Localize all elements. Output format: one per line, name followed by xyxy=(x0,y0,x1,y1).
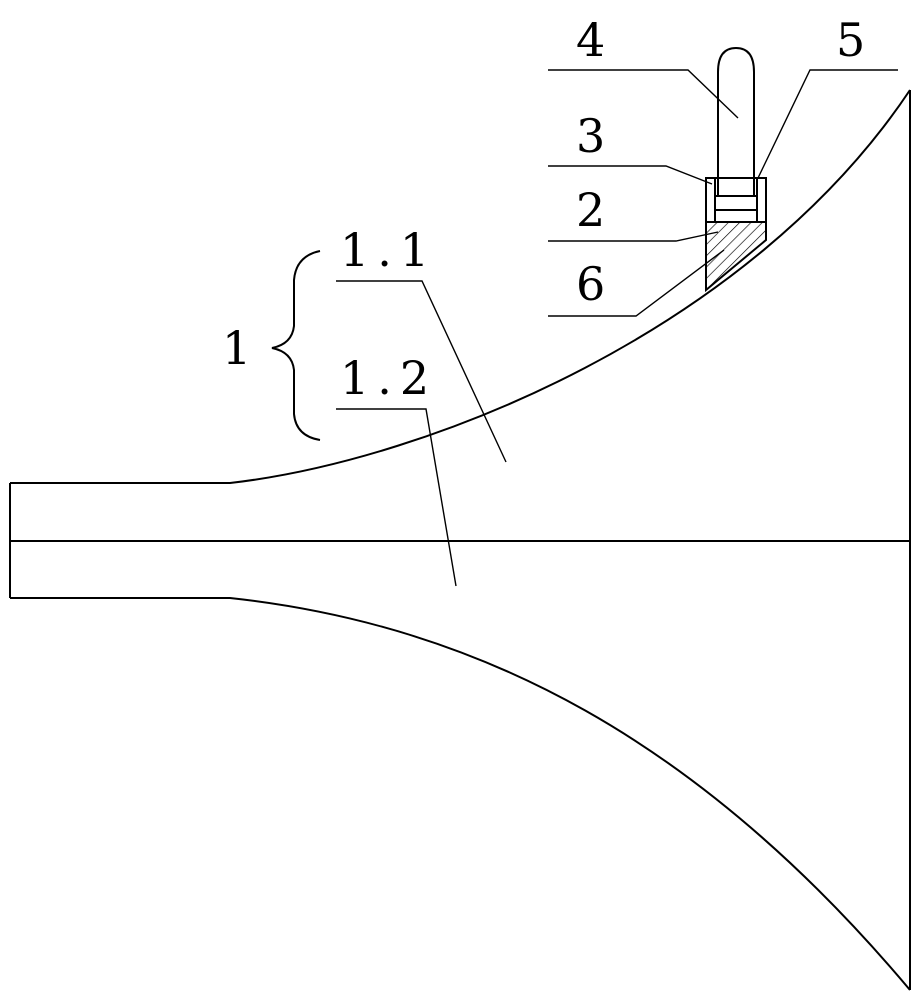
label-part-1-2: 1.2 xyxy=(340,351,437,405)
pad-5 xyxy=(714,195,758,211)
leader-3 xyxy=(548,165,713,185)
group-brace xyxy=(271,250,321,441)
leader-5 xyxy=(757,69,898,179)
label-part-6: 6 xyxy=(576,257,605,311)
sensor-body-4 xyxy=(717,46,755,196)
label-part-1: 1 xyxy=(222,321,251,375)
label-part-4: 4 xyxy=(576,13,605,67)
label-part-3: 3 xyxy=(576,109,605,163)
leader-1-1 xyxy=(336,280,507,463)
leader-6 xyxy=(548,249,725,317)
leader-2 xyxy=(548,231,719,242)
reference-labels: 4 5 3 2 6 1 1.1 1.2 xyxy=(222,13,865,405)
horn-upper-profile xyxy=(10,89,911,484)
label-part-5: 5 xyxy=(836,13,865,67)
leader-1-2 xyxy=(336,408,457,587)
label-part-1-1: 1.1 xyxy=(340,223,437,277)
seat-2 xyxy=(714,177,758,223)
mounted-assembly xyxy=(705,46,767,293)
leader-lines xyxy=(336,69,898,587)
label-part-2: 2 xyxy=(576,183,605,237)
leader-4 xyxy=(548,69,739,119)
horn-body xyxy=(9,89,911,991)
horn-lower-profile xyxy=(10,597,911,991)
